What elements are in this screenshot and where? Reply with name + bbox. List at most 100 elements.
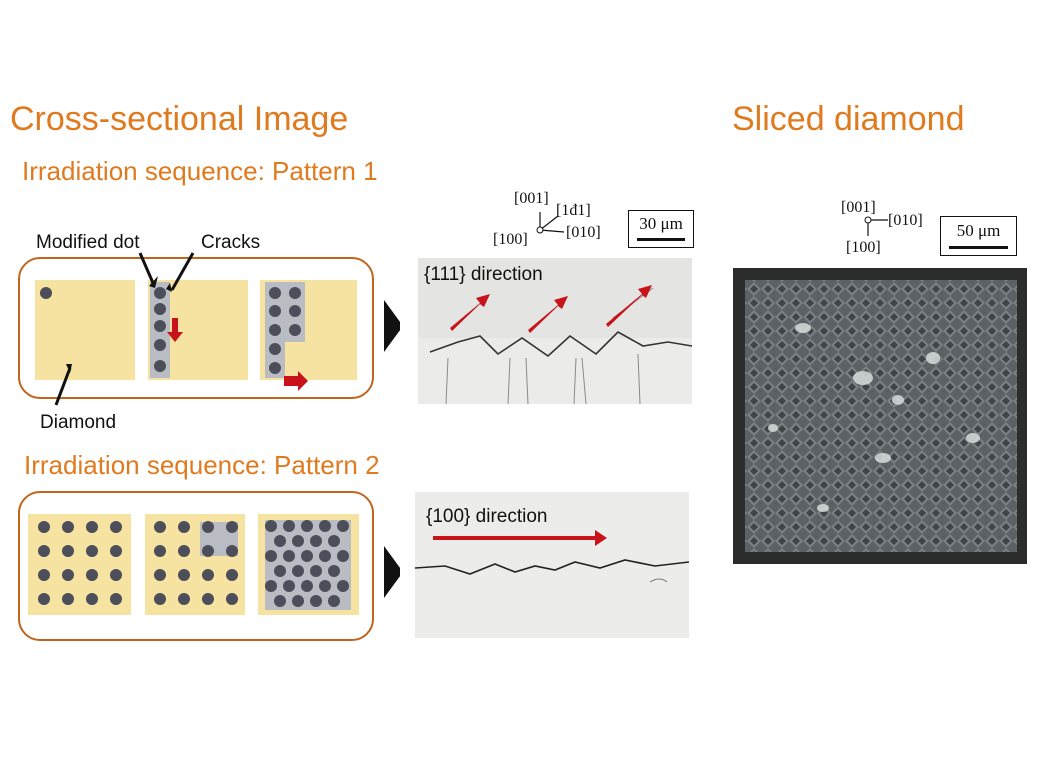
pattern2-drawing xyxy=(38,520,400,610)
modified-dot xyxy=(310,595,322,607)
sliced-crystal-axes-icon xyxy=(864,216,888,236)
diamond-cell-1 xyxy=(35,280,135,380)
modified-dot xyxy=(274,565,286,577)
modified-dot xyxy=(86,593,98,605)
direction-100-arrow-icon xyxy=(433,530,607,546)
modified-dot xyxy=(319,580,331,592)
direction-100-label: {100} direction xyxy=(426,506,548,527)
modified-dot xyxy=(38,521,50,533)
modified-dot xyxy=(202,545,214,557)
diamond-pointer-arrow-icon xyxy=(54,367,72,406)
modified-dot xyxy=(154,593,166,605)
modified-dot xyxy=(337,580,349,592)
modified-dot xyxy=(178,569,190,581)
modified-dot xyxy=(265,550,277,562)
scan-right-arrow-icon xyxy=(284,371,308,391)
pattern1-drawing xyxy=(40,252,400,406)
modified-dot xyxy=(319,550,331,562)
modified-dot xyxy=(226,521,238,533)
modified-dot xyxy=(226,569,238,581)
modified-dot xyxy=(269,343,281,355)
modified-dot xyxy=(289,305,301,317)
direction-111-arrows-icon xyxy=(450,285,652,333)
pattern2-cross-section-image xyxy=(415,492,689,638)
modified-dot xyxy=(154,303,166,315)
modified-dot xyxy=(154,287,166,299)
modified-dot xyxy=(269,305,281,317)
modified-dot-pointer-arrow-icon xyxy=(138,252,155,284)
modified-dot xyxy=(301,520,313,532)
scale-bar-30: 30 μm xyxy=(628,210,694,248)
modified-dot xyxy=(202,593,214,605)
scan-down-arrow-icon xyxy=(167,318,183,342)
modified-dot xyxy=(110,545,122,557)
cracks-pointer-arrow-icon xyxy=(170,252,195,291)
modified-dot xyxy=(154,360,166,372)
crack-region xyxy=(265,520,351,610)
sliced-axis-100-label: [100] xyxy=(846,239,881,256)
modified-dot xyxy=(269,287,281,299)
axis-111-label: [1đ1] xyxy=(556,202,591,219)
modified-dot xyxy=(328,595,340,607)
modified-dot xyxy=(38,569,50,581)
direction-111-label: {111} direction xyxy=(424,264,543,285)
modified-dot xyxy=(154,521,166,533)
modified-dot xyxy=(178,521,190,533)
modified-dot xyxy=(283,520,295,532)
modified-dot xyxy=(226,545,238,557)
modified-dot xyxy=(292,535,304,547)
modified-dot xyxy=(62,545,74,557)
modified-dot xyxy=(154,320,166,332)
modified-dot xyxy=(292,565,304,577)
modified-dot xyxy=(310,535,322,547)
axis-010-label: [010] xyxy=(566,224,601,241)
modified-dot xyxy=(38,593,50,605)
cross-sectional-title: Cross-sectional Image xyxy=(10,100,349,138)
sliced-diamond-title: Sliced diamond xyxy=(732,100,965,138)
modified-dot xyxy=(62,569,74,581)
modified-dot xyxy=(301,580,313,592)
chevron-right-icon xyxy=(384,300,400,352)
modified-dot xyxy=(62,593,74,605)
axis-001-label: [001] xyxy=(514,190,549,207)
modified-dot xyxy=(289,287,301,299)
sliced-axis-010-label: [010] xyxy=(888,212,923,229)
cracks-label: Cracks xyxy=(201,232,261,253)
modified-dot xyxy=(283,580,295,592)
axis-100-label: [100] xyxy=(493,231,528,248)
modified-dot xyxy=(274,535,286,547)
modified-dot xyxy=(178,593,190,605)
modified-dot xyxy=(283,550,295,562)
modified-dot xyxy=(178,545,190,557)
modified-dot xyxy=(289,324,301,336)
modified-dot xyxy=(301,550,313,562)
pattern1-heading: Irradiation sequence: Pattern 1 xyxy=(22,156,378,186)
modified-dot xyxy=(62,521,74,533)
diamond-label: Diamond xyxy=(40,412,117,433)
modified-dot xyxy=(110,521,122,533)
modified-dot xyxy=(310,565,322,577)
modified-dot xyxy=(319,520,331,532)
modified-dot xyxy=(40,287,52,299)
modified-dot xyxy=(110,569,122,581)
modified-dot xyxy=(86,569,98,581)
modified-dot xyxy=(110,593,122,605)
modified-dot xyxy=(274,595,286,607)
modified-dot xyxy=(154,545,166,557)
modified-dot xyxy=(269,362,281,374)
modified-dot xyxy=(328,535,340,547)
modified-dot xyxy=(292,595,304,607)
sliced-diamond-photo xyxy=(733,268,1027,564)
modified-dot xyxy=(337,550,349,562)
modified-dot xyxy=(202,569,214,581)
sliced-axis-001-label: [001] xyxy=(841,199,876,216)
modified-dot xyxy=(337,520,349,532)
modified-dot xyxy=(269,324,281,336)
modified-dot xyxy=(328,565,340,577)
modified-dot xyxy=(265,580,277,592)
modified-dot xyxy=(86,545,98,557)
scale-bar-50: 50 μm xyxy=(940,216,1017,256)
pattern1-cross-section-image xyxy=(418,258,692,404)
modified-dot xyxy=(86,521,98,533)
chevron-right-icon xyxy=(384,546,400,598)
